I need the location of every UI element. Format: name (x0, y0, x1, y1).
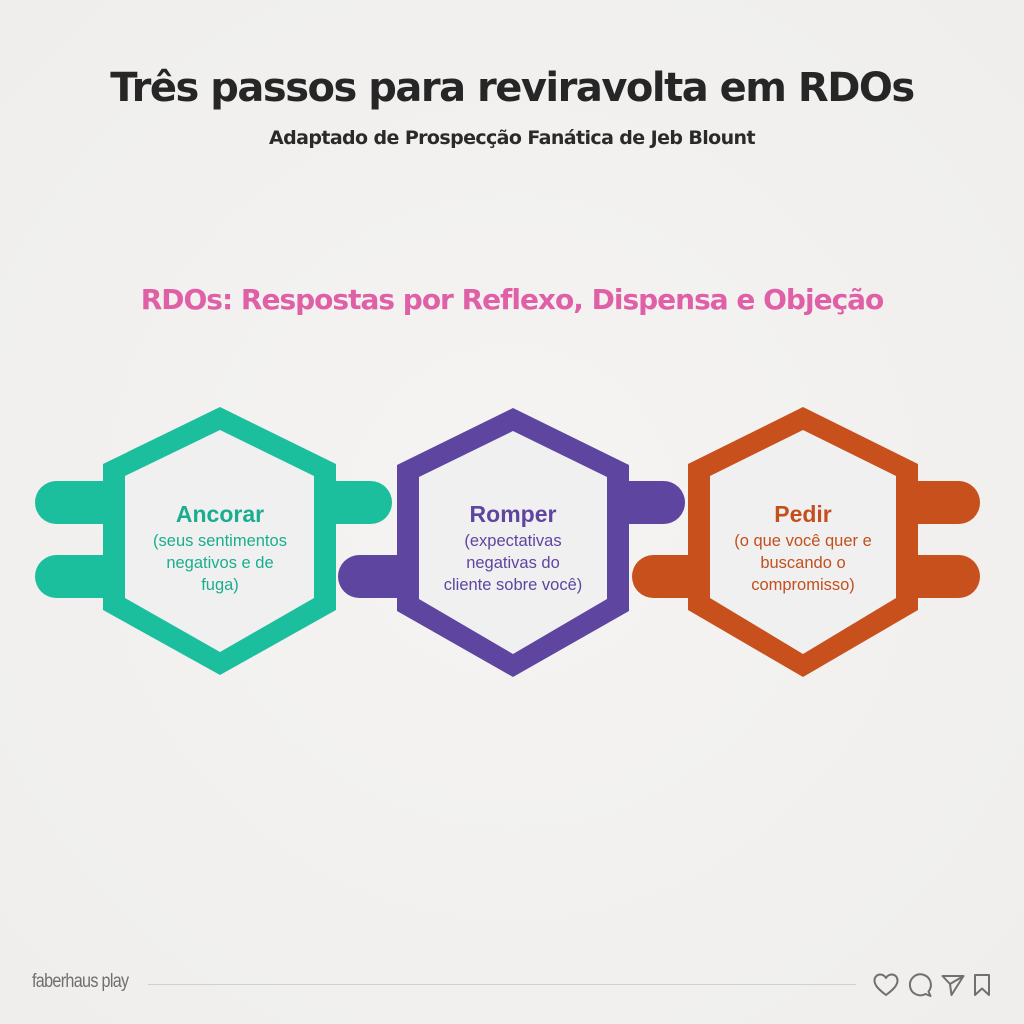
step-1-prong-left-top (35, 481, 125, 524)
heart-icon[interactable] (872, 972, 900, 998)
page-title: Três passos para reviravolta em RDOs (110, 65, 915, 111)
step-1-hexagon-inner (125, 430, 314, 652)
bookmark-icon[interactable] (972, 972, 992, 998)
step-3-text: Pedir (o que você quer e buscando o comp… (710, 500, 896, 596)
step-3-desc-line-1: (o que você quer e (734, 532, 872, 550)
comment-icon[interactable] (906, 971, 934, 999)
step-3-shape (632, 407, 980, 677)
step-1-desc-line-2: negativos e de (166, 554, 274, 572)
step-1-text: Ancorar (seus sentimentos negativos e de… (130, 500, 310, 596)
step-2-label: Romper (469, 501, 557, 527)
step-2-desc-line-3: cliente sobre você) (443, 576, 583, 594)
brand-logo-text: faberhaus play (32, 971, 129, 992)
step-3-desc-line-2: buscando o (760, 554, 846, 572)
page-subtitle: Adaptado de Prospecção Fanática de Jeb B… (269, 127, 756, 149)
step-2-shape (338, 408, 685, 677)
social-actions (872, 970, 992, 1000)
step-2-desc-line-1: (expectativas (464, 532, 562, 550)
step-2-desc-line-2: negativas do (466, 554, 560, 572)
step-1-prong-left-bottom (35, 555, 125, 598)
step-2-text: Romper (expectativas negativas do client… (418, 500, 608, 596)
step-3-hexagon-inner (710, 430, 896, 654)
step-1-label: Ancorar (175, 501, 265, 527)
step-1-shape (35, 407, 392, 675)
footer-divider (148, 984, 856, 985)
send-icon[interactable] (940, 972, 966, 998)
step-1-desc-line-3: fuga) (201, 576, 239, 594)
step-2-hexagon-inner (419, 431, 607, 654)
section-title: RDOs: Respostas por Reflexo, Dispensa e … (140, 283, 885, 316)
step-3-desc-line-3: compromisso) (751, 576, 855, 594)
step-1-desc-line-1: (seus sentimentos (153, 532, 287, 550)
step-3-label: Pedir (774, 501, 832, 527)
